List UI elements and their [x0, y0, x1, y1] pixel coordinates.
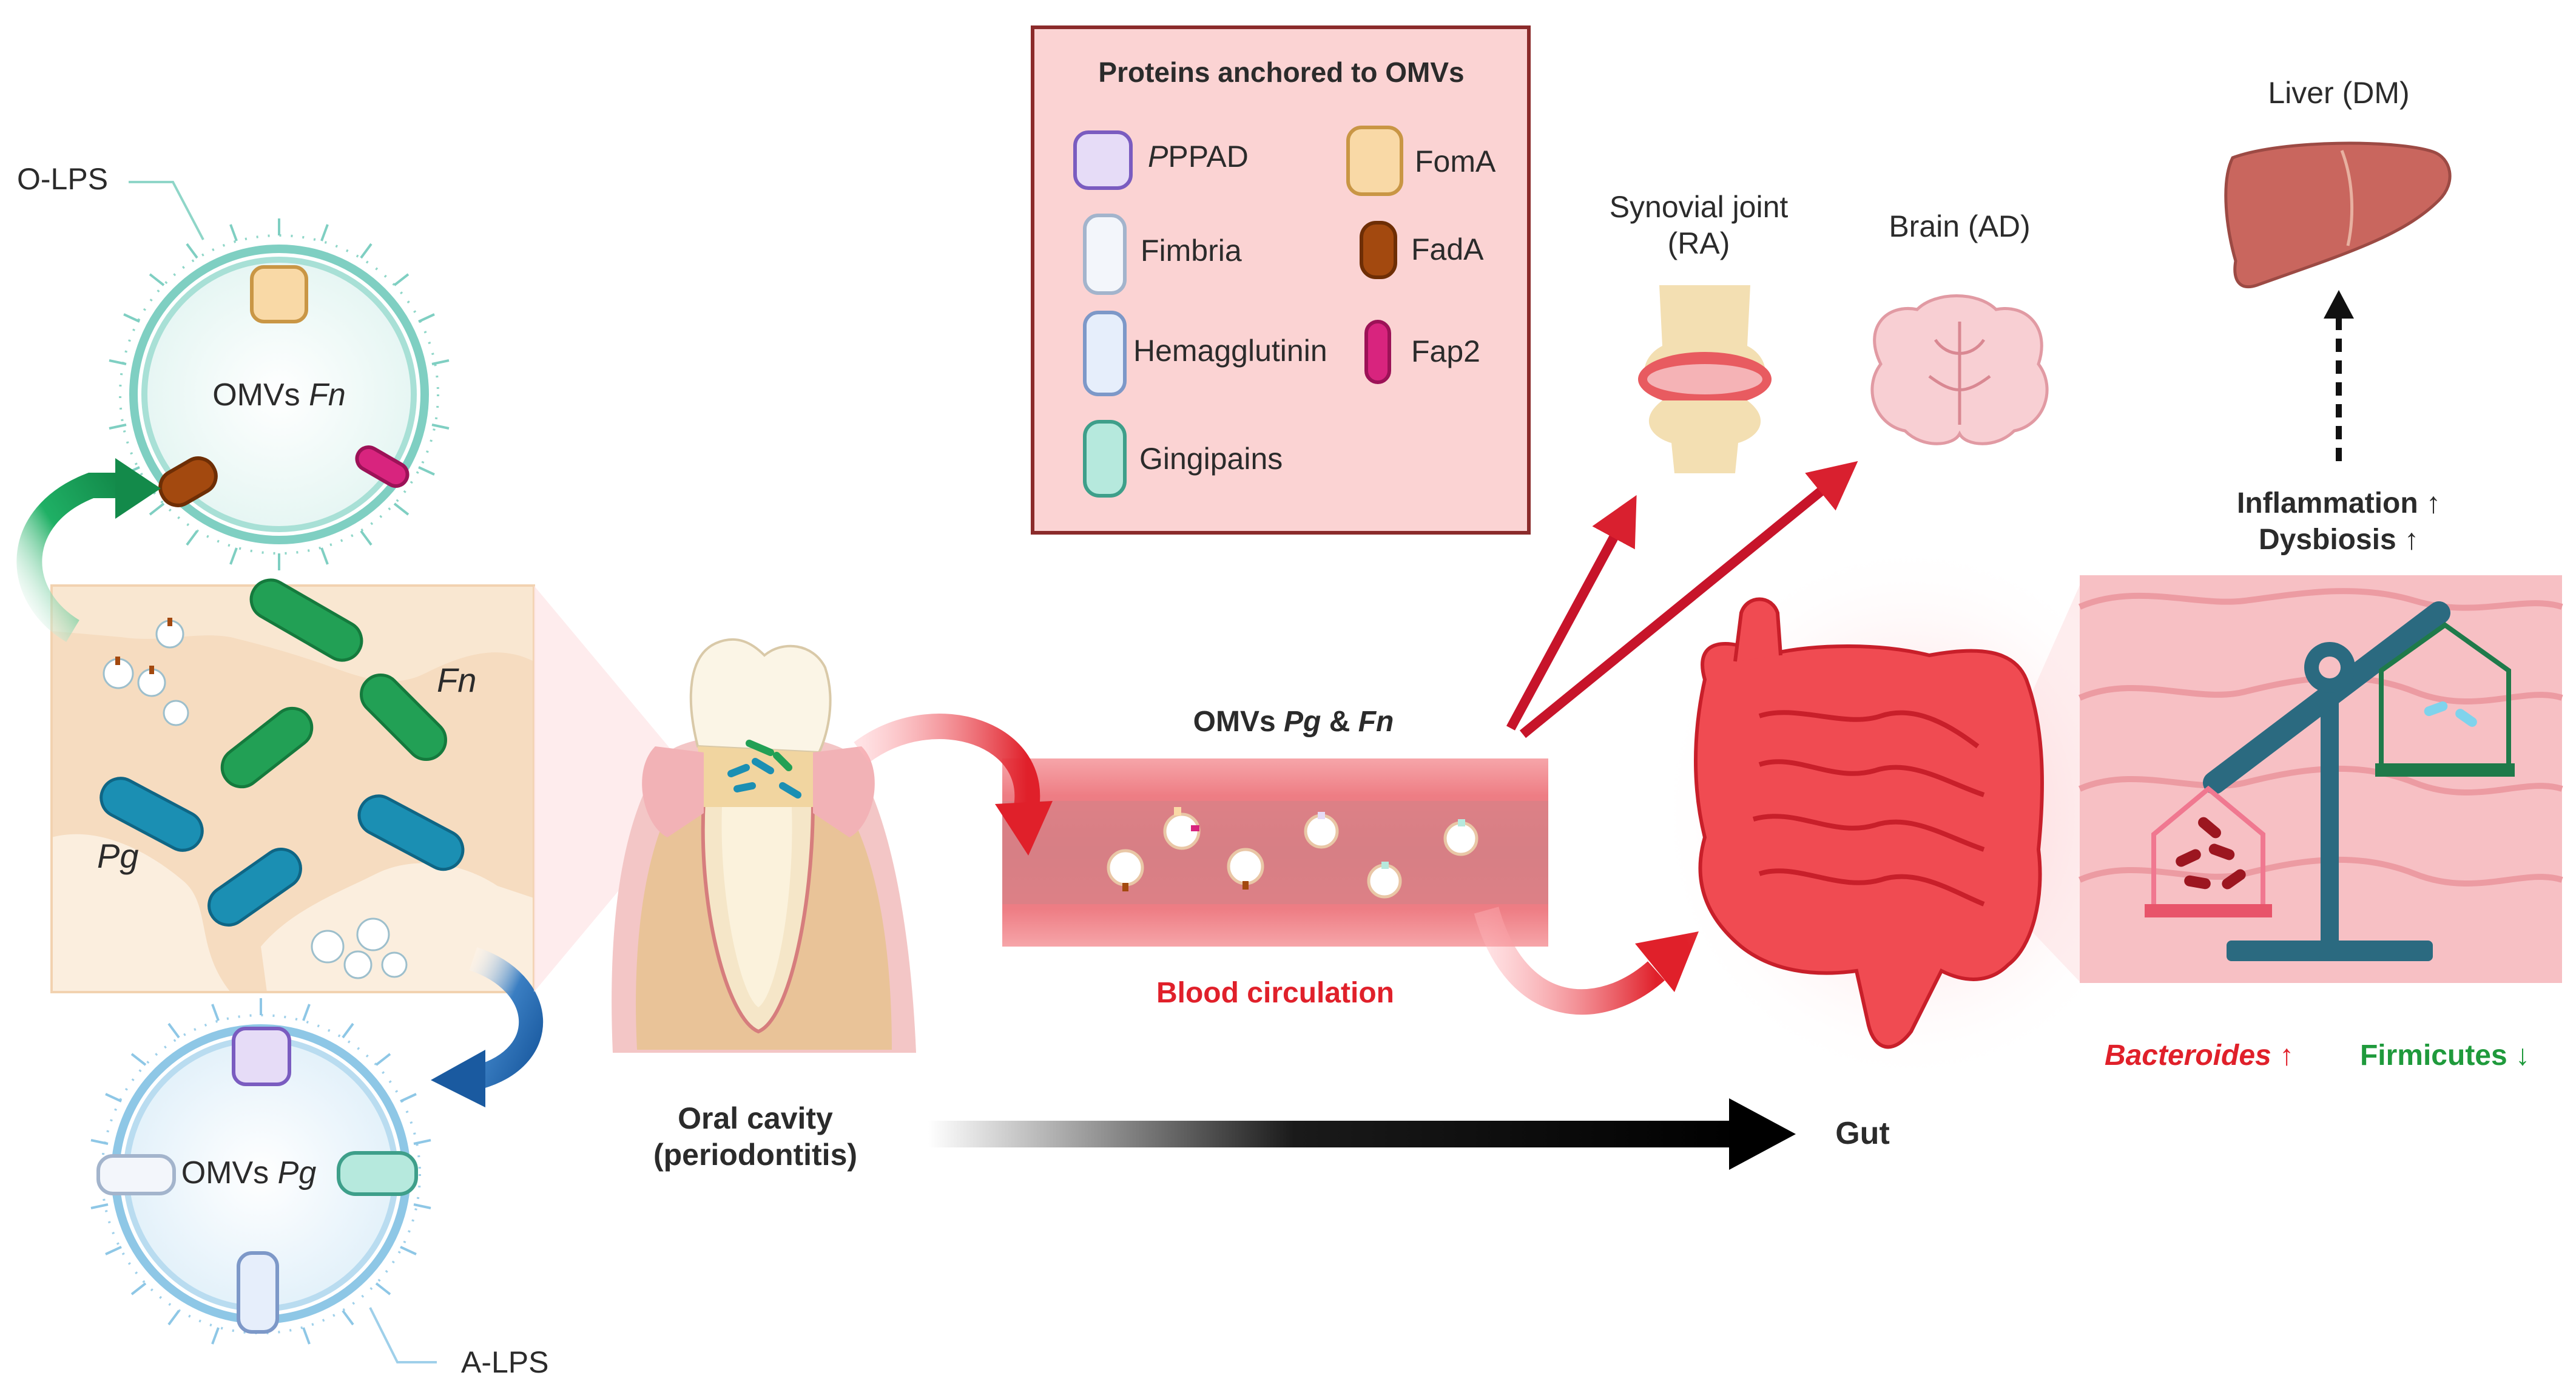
vessel-omv-proteins	[1122, 807, 1465, 891]
legend-swatch-fap2	[1364, 320, 1391, 384]
tooth-to-vessel-arrow	[854, 714, 1040, 816]
dashed-arrowhead	[2324, 290, 2354, 319]
fn-rod	[249, 578, 363, 662]
legend-label-ppad: PPPAD	[1148, 140, 1249, 174]
green-arc-arrow	[16, 473, 121, 642]
blue-arc-arrow	[469, 947, 543, 1089]
legend-swatch-foma	[1346, 126, 1403, 196]
tooth-illustration	[612, 638, 916, 1053]
tooth-to-vessel-arrowhead	[995, 801, 1053, 856]
dysbiosis-label: Dysbiosis ↑	[2259, 524, 2419, 556]
vessel-omv	[1107, 849, 1144, 887]
synovial-joint-illustration	[1638, 285, 1772, 473]
legend-swatch-gingipains	[1083, 420, 1127, 498]
fimbria-protein	[96, 1154, 176, 1195]
progression-arrowhead	[1729, 1098, 1796, 1170]
pg-rod	[357, 794, 465, 871]
pg-rod	[207, 848, 302, 927]
hemagglutinin-protein	[237, 1251, 279, 1334]
legend-label-gingipains: Gingipains	[1139, 442, 1283, 476]
legend-title: Proteins anchored to OMVs	[1098, 56, 1464, 88]
balance-scale	[2145, 601, 2515, 961]
liver-illustration	[2224, 141, 2452, 289]
bacteroides-label: Bacteroides ↑	[2105, 1039, 2294, 1072]
firmicutes-cells	[2424, 701, 2477, 727]
o-lps-spikes	[109, 218, 450, 570]
fn-rod	[220, 706, 314, 789]
legend-label-fada: FadA	[1411, 232, 1484, 266]
legend-label-hemagglutinin: Hemagglutinin	[1133, 334, 1327, 368]
legend-swatch-hemagglutinin	[1083, 311, 1127, 396]
arrow-to-synovial-joint	[1506, 495, 1637, 731]
vessel-omv	[1304, 814, 1339, 849]
oral-cavity-label-line2: (periodontitis)	[653, 1138, 857, 1172]
vessel-omv	[1443, 821, 1479, 856]
foma-protein	[250, 265, 308, 323]
gut-illustration	[1656, 540, 2166, 1086]
omv-fn-label: OMVs Fn	[212, 377, 346, 413]
a-lps-leader	[369, 1307, 437, 1363]
pg-rods	[99, 777, 465, 927]
vessel-to-gut-arrow	[1474, 907, 1665, 1015]
biofilm-vesicles	[103, 620, 408, 979]
vessel-to-gut-arrowhead	[1635, 931, 1699, 992]
legend-swatch-fimbria	[1083, 214, 1127, 295]
legend-label-fap2: Fap2	[1411, 334, 1480, 368]
legend-label-foma: FomA	[1415, 144, 1496, 178]
fn-rod	[360, 674, 447, 761]
ppad-protein	[232, 1027, 291, 1086]
pg-rod	[99, 777, 204, 852]
liver-label: Liver (DM)	[2268, 76, 2409, 110]
fn-rods	[220, 578, 447, 789]
synovial-label-line1: Synovial joint	[1610, 190, 1789, 224]
fada-protein	[158, 456, 218, 507]
legend-swatches	[1073, 126, 1403, 498]
fn-label: Fn	[437, 661, 476, 699]
progression-arrow-shaft	[928, 1121, 1741, 1147]
gingipains-protein	[337, 1151, 418, 1196]
firmicutes-label: Firmicutes ↓	[2360, 1039, 2530, 1072]
green-arrowhead	[115, 458, 161, 519]
brain-illustration	[1870, 294, 2049, 445]
o-lps-label: O-LPS	[17, 162, 108, 196]
vessel-omv	[1367, 863, 1402, 899]
blood-circulation-label: Blood circulation	[1156, 977, 1394, 1009]
arrow-to-brain	[1519, 461, 1858, 738]
blue-arrowhead	[431, 1050, 485, 1107]
brain-label: Brain (AD)	[1889, 209, 2030, 243]
a-lps-spikes	[90, 998, 431, 1345]
zoom-fan-tooth	[534, 586, 704, 992]
oral-cavity-label-line1: Oral cavity	[678, 1101, 833, 1135]
pg-label: Pg	[97, 837, 139, 875]
bacteroides-cells	[2176, 817, 2246, 890]
legend-swatch-ppad	[1073, 130, 1133, 190]
vessel-title: OMVs Pg & Fn	[1193, 706, 1394, 738]
legend-swatch-fada	[1360, 221, 1397, 279]
legend-label-fimbria: Fimbria	[1141, 234, 1242, 268]
synovial-label-line2: (RA)	[1668, 226, 1730, 260]
biofilm-vesicle-proteins	[115, 618, 172, 674]
omv-pg-label: OMVs Pg	[181, 1155, 317, 1191]
vessel-omvs	[1107, 812, 1479, 899]
gut-label: Gut	[1835, 1116, 1890, 1151]
fap2-protein	[355, 445, 410, 488]
o-lps-leader	[129, 181, 204, 240]
omv-fn	[119, 234, 439, 555]
a-lps-label: A-LPS	[461, 1345, 549, 1379]
vessel-omv	[1227, 848, 1264, 885]
inflammation-label: Inflammation ↑	[2237, 487, 2441, 519]
